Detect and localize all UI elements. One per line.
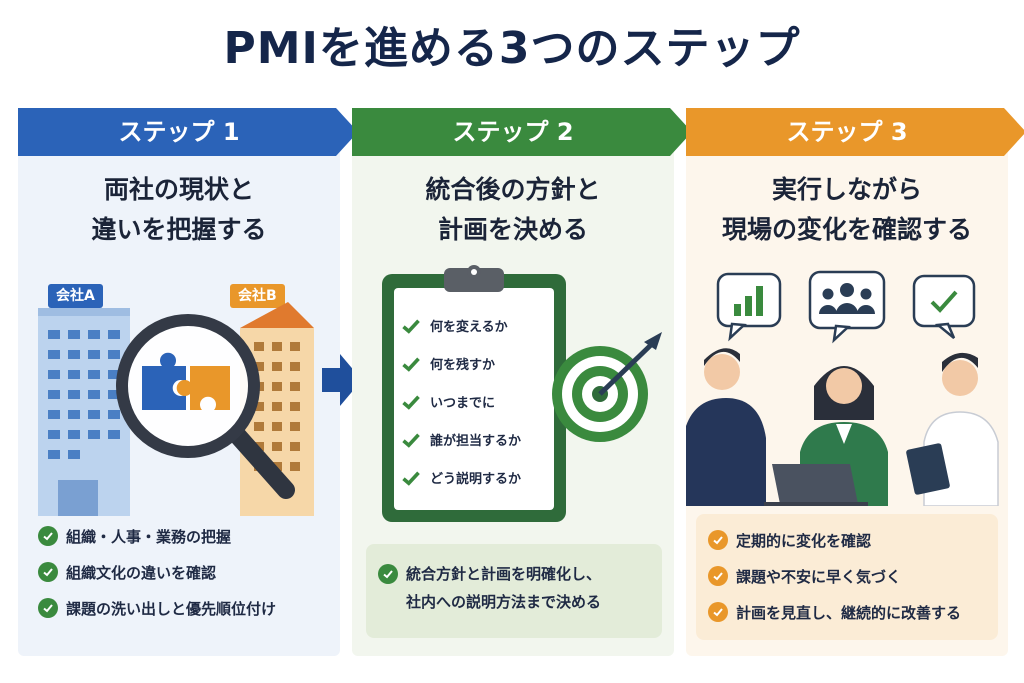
- team-meeting-illustration: [686, 270, 999, 506]
- check-icon: [402, 317, 420, 335]
- checklist-text: いつまでに: [430, 396, 496, 411]
- summary-line-2: 社内への説明方法まで決める: [406, 593, 602, 611]
- clipboard-icon: [382, 265, 662, 522]
- step-2-heading-line-1: 統合後の方針と: [425, 175, 601, 204]
- check-circle-icon: [38, 598, 58, 618]
- step-3-label: ステップ 3: [786, 118, 908, 146]
- list-item: どう説明するか: [402, 468, 521, 487]
- people-icon: [808, 270, 886, 344]
- company-comparison-illustration: [38, 302, 314, 516]
- company-a-tag: 会社A: [48, 284, 103, 308]
- check-icon: [402, 469, 420, 487]
- check-text: 組織・人事・業務の把握: [66, 527, 232, 546]
- check-icon: [402, 393, 420, 411]
- step-1-heading-line-1: 両社の現状と: [103, 175, 254, 204]
- step-1-panel: ステップ 1 両社の現状と 違いを把握する 会社A 会社B: [18, 108, 358, 656]
- company-b-tag: 会社B: [230, 284, 285, 308]
- step-2-panel: ステップ 2 統合後の方針と 計画を決める 何を変えるか 何を残すか いつまでに: [352, 108, 692, 656]
- list-item: 課題や不安に早く気づく: [708, 558, 961, 594]
- list-item: 誰が担当するか: [402, 430, 521, 449]
- person-right-icon: [906, 352, 999, 506]
- check-circle-icon: [38, 526, 58, 546]
- checklist-text: 誰が担当するか: [430, 434, 522, 449]
- check-text: 定期的に変化を確認: [736, 531, 872, 550]
- step-1-header: ステップ 1: [18, 108, 358, 156]
- step-1-label: ステップ 1: [118, 118, 240, 146]
- check-circle-icon: [708, 602, 728, 622]
- step-2-label: ステップ 2: [452, 118, 574, 146]
- target-icon: [552, 332, 662, 442]
- step-1-heading: 両社の現状と 違いを把握する: [18, 170, 340, 250]
- step-3-summary: 定期的に変化を確認 課題や不安に早く気づく 計画を見直し、継続的に改善する: [696, 514, 998, 640]
- list-item: 何を残すか: [402, 354, 495, 373]
- list-item: 定期的に変化を確認: [708, 522, 961, 558]
- step-2-header: ステップ 2: [352, 108, 692, 156]
- step-2-summary: 統合方針と計画を明確化し、 社内への説明方法まで決める: [366, 544, 662, 638]
- check-bubble-icon: [912, 274, 976, 339]
- check-circle-icon: [708, 530, 728, 550]
- check-circle-icon: [378, 564, 398, 584]
- step-3-heading: 実行しながら 現場の変化を確認する: [686, 170, 1008, 250]
- checklist-text: どう説明するか: [430, 472, 522, 487]
- list-item: 組織文化の違いを確認: [38, 554, 276, 590]
- puzzle-icon: [142, 352, 230, 410]
- step-1-checklist: 組織・人事・業務の把握 組織文化の違いを確認 課題の洗い出しと優先順位付け: [38, 518, 276, 626]
- building-a-icon: [38, 308, 130, 516]
- check-text: 課題の洗い出しと優先順位付け: [66, 599, 277, 618]
- check-text: 課題や不安に早く気づく: [736, 567, 902, 586]
- step-2-heading-line-2: 計画を決める: [437, 215, 588, 244]
- checklist-text: 何を変えるか: [430, 320, 508, 335]
- summary-line-1: 統合方針と計画を明確化し、: [406, 565, 602, 583]
- person-left-icon: [686, 348, 766, 506]
- step-3-heading-line-1: 実行しながら: [771, 175, 922, 204]
- list-item: 計画を見直し、継続的に改善する: [708, 594, 961, 630]
- check-text: 組織文化の違いを確認: [66, 563, 217, 582]
- step-3-checklist: 定期的に変化を確認 課題や不安に早く気づく 計画を見直し、継続的に改善する: [708, 522, 961, 630]
- checklist-text: 何を残すか: [430, 358, 496, 373]
- list-item: 課題の洗い出しと優先順位付け: [38, 590, 276, 626]
- list-item: 何を変えるか: [402, 316, 508, 335]
- check-circle-icon: [708, 566, 728, 586]
- list-item: 組織・人事・業務の把握: [38, 518, 276, 554]
- bar-chart-icon: [716, 272, 782, 342]
- check-text: 計画を見直し、継続的に改善する: [736, 603, 962, 622]
- step-2-heading: 統合後の方針と 計画を決める: [352, 170, 674, 250]
- check-icon: [402, 355, 420, 373]
- check-circle-icon: [38, 562, 58, 582]
- check-icon: [402, 431, 420, 449]
- arrow-right-icon: [322, 354, 362, 406]
- step-1-heading-line-2: 違いを把握する: [91, 215, 267, 244]
- laptop-icon: [764, 464, 868, 506]
- page-title: PMIを進める3つのステップ: [223, 23, 801, 74]
- step-3-header: ステップ 3: [686, 108, 1024, 156]
- step-3-panel: ステップ 3 実行しながら 現場の変化を確認する: [686, 108, 1024, 656]
- step-3-heading-line-2: 現場の変化を確認する: [721, 215, 972, 244]
- list-item: いつまでに: [402, 392, 495, 411]
- magnifying-glass-icon: [116, 314, 295, 499]
